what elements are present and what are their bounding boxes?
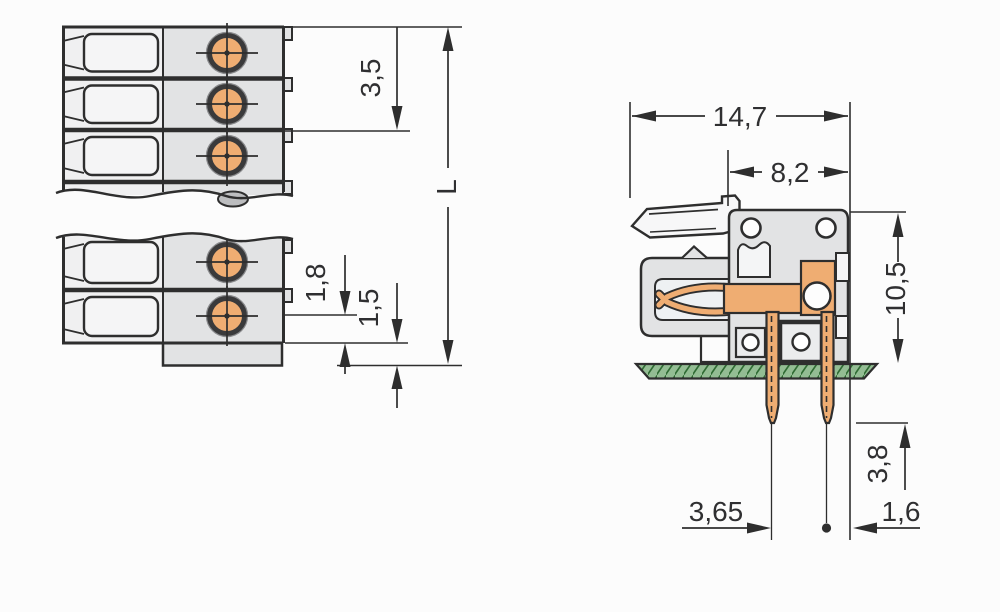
dimension-contact-to-base: 1,8 (300, 255, 351, 374)
dim-label-total-length: L (431, 179, 462, 195)
contact-hole (802, 281, 832, 311)
entry-taper-lines (62, 35, 85, 335)
housing-notch (737, 241, 771, 278)
conductor-entries (82, 32, 160, 338)
socket-contact (196, 286, 258, 346)
arrowhead (391, 319, 403, 343)
front-view-dimensions: 3,5 1,8 1,5 L (285, 26, 462, 408)
solder-pin-1 (765, 310, 780, 425)
housing-hole (815, 217, 837, 239)
socket-contacts (196, 23, 258, 346)
side-view: 14,7 8,2 10,5 3,8 (629, 101, 920, 540)
arrowhead (442, 27, 454, 51)
arrowhead (391, 106, 403, 130)
socket-contact (196, 126, 258, 186)
dim-label-contact-to-base: 1,8 (300, 264, 331, 303)
edge-step (835, 315, 849, 339)
socket-contact (196, 23, 258, 83)
dimension-pin-to-edge: 1,6 (853, 496, 920, 534)
dimension-pitch: 3,5 (355, 27, 403, 130)
arrowhead (853, 522, 877, 534)
edge-step (835, 252, 850, 282)
dimension-overall-depth: 14,7 (632, 101, 848, 132)
arrowhead (730, 166, 754, 178)
dim-label-overall-depth: 14,7 (713, 101, 768, 132)
pocket-hole (741, 333, 760, 352)
front-base-extension (161, 341, 284, 367)
latch-catch (681, 245, 708, 259)
dim-label-housing-depth: 8,2 (771, 157, 810, 188)
arrowhead (442, 340, 454, 364)
arrowhead (339, 343, 351, 367)
dim-label-pitch: 3,5 (355, 59, 386, 98)
pin-pocket (734, 326, 767, 359)
socket-contact (196, 232, 258, 292)
dim-label-pin-protrusion: 3,8 (862, 445, 893, 484)
arrowhead (632, 110, 656, 122)
arrowhead (391, 365, 403, 389)
side-view-dimensions: 14,7 8,2 10,5 3,8 (629, 101, 920, 540)
pocket-hole (791, 332, 811, 352)
dim-label-pin-to-edge: 1,6 (882, 496, 921, 527)
dimension-height-above-pcb: 10,5 (880, 213, 911, 363)
solder-pin-2 (820, 310, 835, 425)
arrowhead (747, 522, 771, 534)
dimension-pin-protrusion: 3,8 (862, 424, 911, 490)
locking-latch (630, 194, 741, 239)
arrowhead (339, 291, 351, 315)
arrowhead (892, 213, 904, 237)
dim-label-pin-spread: 3,65 (689, 496, 744, 527)
housing-front-block (639, 245, 738, 338)
arrowhead (824, 166, 848, 178)
dimension-base-height: 1,5 (353, 283, 403, 408)
dimension-housing-depth: 8,2 (730, 157, 848, 188)
dimension-pin-spread: 3,65 (682, 496, 832, 534)
arrowhead (824, 110, 848, 122)
solder-pins (765, 310, 835, 540)
front-view: 3,5 1,8 1,5 L (55, 23, 462, 408)
pin-centerline (770, 423, 828, 540)
housing-hole (740, 217, 762, 239)
socket-contact (196, 74, 258, 134)
dim-label-height-above-pcb: 10,5 (880, 262, 911, 317)
dim-label-base-height: 1,5 (353, 289, 384, 328)
break-lines (55, 188, 294, 243)
dimension-total-length: L (431, 27, 462, 364)
dim-reference-dot (821, 523, 832, 533)
arrowhead (899, 424, 911, 448)
arrowhead (892, 339, 904, 363)
pcb-board (633, 362, 880, 380)
contact-body (722, 259, 837, 317)
pin-centerline-dashed (770, 316, 828, 418)
